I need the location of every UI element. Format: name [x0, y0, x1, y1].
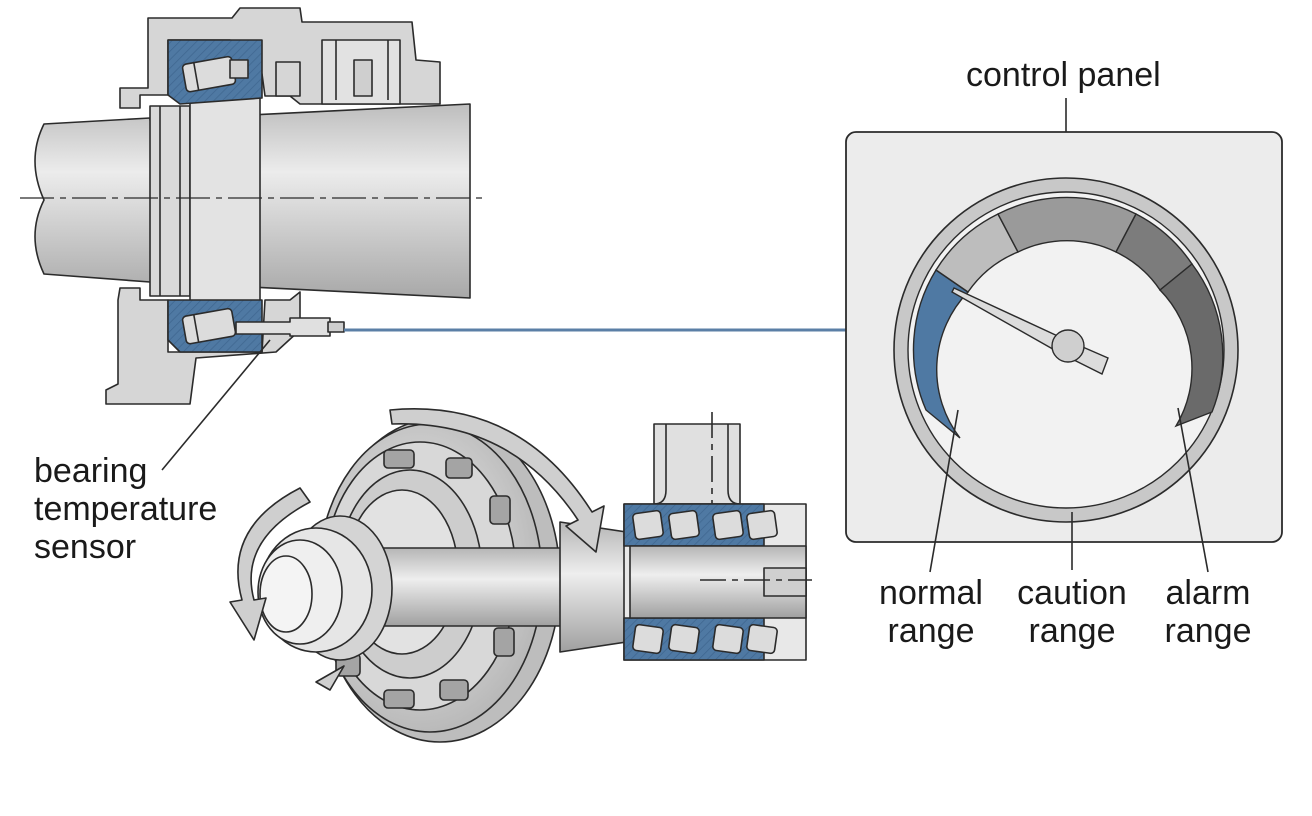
- pillow-block-bearing: [623, 412, 812, 661]
- gauge-hub: [1051, 329, 1085, 363]
- caution-label-line1: caution: [1017, 574, 1127, 612]
- sensor-label: bearing temperature sensor: [34, 452, 217, 566]
- sensor-label-line3: sensor: [34, 528, 137, 566]
- alarm-leader: [1177, 407, 1209, 573]
- temperature-sensor-probe: [235, 317, 331, 337]
- control-panel-label: control panel: [966, 56, 1161, 94]
- sensor-label-line1: bearing: [34, 452, 148, 490]
- gauge: [893, 177, 1239, 523]
- lower-roller: [181, 307, 237, 345]
- alarm-label-line2: range: [1164, 612, 1252, 650]
- caution-range-label: caution range: [1012, 574, 1132, 650]
- sensor-label-line2: temperature: [34, 490, 218, 528]
- normal-label-line1: normal: [879, 574, 983, 612]
- normal-label-line2: range: [887, 612, 975, 650]
- rotation-arrow-icon: [229, 487, 311, 641]
- alarm-label-line1: alarm: [1165, 574, 1251, 612]
- normal-leader: [929, 409, 959, 573]
- bearing-assembly-3d: [229, 408, 641, 743]
- bearing-housing-section: [20, 7, 486, 405]
- normal-range-label: normal range: [872, 574, 990, 650]
- alarm-range-label: alarm range: [1160, 574, 1256, 650]
- caution-label-line2: range: [1028, 612, 1116, 650]
- housing-lower: [105, 287, 301, 405]
- sensor-leader-line: [161, 339, 271, 471]
- control-panel-text: control panel: [966, 56, 1161, 94]
- gauge-zone-alarm: [1158, 262, 1224, 428]
- rotation-arrow-icon: [389, 408, 605, 553]
